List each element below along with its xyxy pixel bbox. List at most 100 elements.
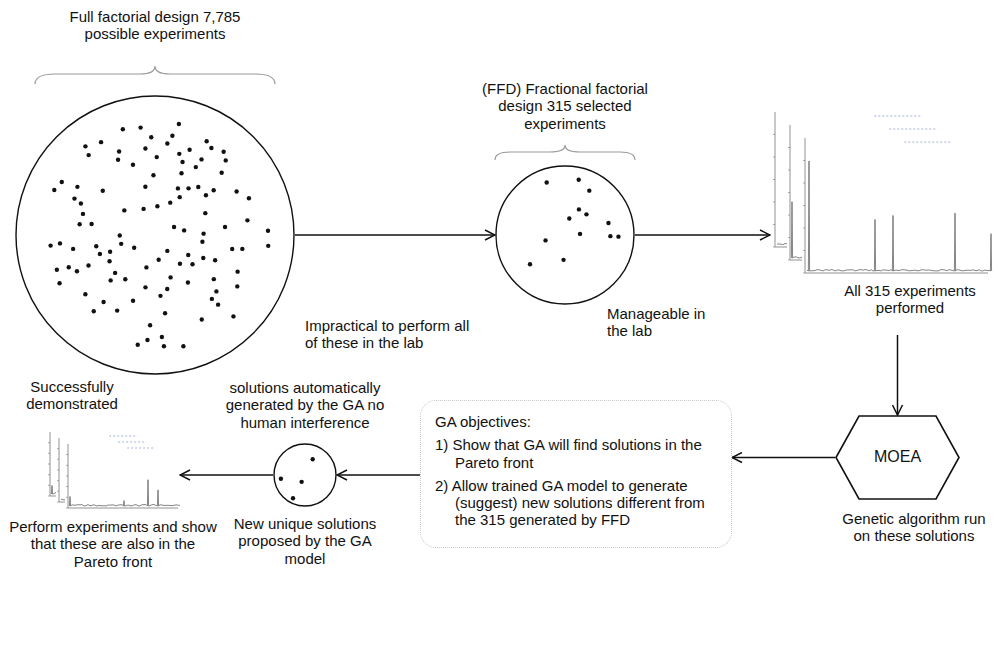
experiment-dot: [214, 289, 218, 293]
experiment-dot: [245, 218, 249, 222]
experiment-dot: [180, 160, 184, 164]
chromatogram-figure: All 315 experiments performed: [770, 110, 990, 335]
hexagon-outline: [836, 416, 959, 499]
experiment-dot: [616, 234, 620, 238]
objective-item: 2) Allow trained GA model to generate (s…: [435, 477, 717, 529]
experiment-dot: [240, 247, 244, 251]
node-caption: Genetic algorithm run on these solutions: [838, 510, 990, 545]
experiment-dot: [230, 247, 234, 251]
experiment-dot: [72, 196, 76, 200]
axis-tick: [66, 454, 68, 455]
experiment-dot: [561, 258, 565, 262]
experiment-dot: [60, 180, 64, 184]
experiment-dot: [99, 140, 103, 144]
node-caption: Manageable in the lab: [607, 305, 707, 340]
experiment-dot: [528, 262, 532, 266]
experiment-dot: [168, 200, 172, 204]
experiment-dot: [123, 277, 127, 281]
node-caption: Full factorial design 7,785 possible exp…: [60, 8, 250, 43]
experiment-dot: [212, 277, 216, 281]
experiment-dot: [86, 153, 90, 157]
axis-tick: [803, 160, 805, 161]
objectives-box: GA objectives:1) Show that GA will find …: [420, 400, 732, 548]
axis-tick: [57, 502, 59, 503]
node-caption: Successfully demonstrated: [17, 378, 127, 413]
experiment-dot: [196, 185, 200, 189]
experiment-dot: [158, 294, 162, 298]
experiment-dot: [178, 261, 182, 265]
experiment-dot: [187, 147, 191, 151]
node-caption: (FFD) Fractional factorial design 315 se…: [460, 80, 670, 132]
axis-tick: [803, 205, 805, 206]
experiment-dot: [182, 228, 186, 232]
axis-tick: [788, 215, 790, 216]
experiment-dot: [52, 188, 56, 192]
chromatogram-trace: [65, 444, 180, 508]
experiment-dot: [201, 256, 205, 260]
experiment-dot: [108, 278, 112, 282]
experiment-dot: [143, 285, 147, 289]
experiment-dot: [101, 300, 105, 304]
axis-tick: [803, 228, 805, 229]
experiment-dot: [155, 155, 159, 159]
flow-arrow: [732, 457, 835, 459]
process-label: MOEA: [874, 448, 921, 466]
experiment-dot: [83, 144, 87, 148]
axis-tick: [773, 134, 775, 135]
trace-header: [874, 116, 921, 117]
objective-item: 1) Show that GA will find solutions in t…: [435, 436, 717, 471]
trace-axis: [68, 444, 178, 508]
experiment-dot: [122, 208, 126, 212]
experiment-dot: [266, 229, 270, 233]
experiment-dot: [567, 216, 571, 220]
experiment-dot: [223, 225, 227, 229]
node-caption: Perform experiments and show that these …: [7, 518, 219, 570]
experiment-dot: [234, 189, 238, 193]
experiment-dot: [578, 232, 582, 236]
experiment-dot: [155, 204, 159, 208]
experiment-dot: [608, 234, 612, 238]
experiment-dot: [247, 196, 251, 200]
experiment-dot: [176, 186, 180, 190]
experiment-dot: [170, 134, 174, 138]
axis-tick: [48, 442, 50, 443]
experiment-dot: [145, 338, 149, 342]
experiment-dot: [178, 195, 182, 199]
experiment-dot: [209, 146, 213, 150]
flow-arrow: [897, 335, 899, 415]
population-circle: Full factorial design 7,785 possible exp…: [15, 95, 295, 375]
chromatogram-picture: [770, 110, 990, 275]
experiment-dot: [299, 480, 303, 484]
axis-tick: [66, 497, 68, 498]
experiment-dot: [231, 314, 235, 318]
node-caption: New unique solutions proposed by the GA …: [231, 515, 379, 567]
experiment-dot: [544, 180, 548, 184]
trace-ground: [65, 444, 178, 508]
experiment-dot: [177, 122, 181, 126]
trace-header: [904, 142, 951, 143]
experiment-dot: [235, 269, 239, 273]
experiment-dot: [165, 287, 169, 291]
circle-outline: [274, 444, 336, 506]
experiment-dot: [162, 344, 166, 348]
experiment-dot: [199, 157, 203, 161]
axis-tick: [66, 465, 68, 466]
axis-tick: [48, 474, 50, 475]
axis-tick: [788, 237, 790, 238]
sample-circle: (FFD) Fractional factorial design 315 se…: [495, 165, 635, 305]
experiment-dot: [151, 173, 155, 177]
experiment-dot: [606, 221, 610, 225]
experiment-dot: [75, 185, 79, 189]
axis-tick: [57, 480, 59, 481]
circle-outline: [496, 166, 634, 304]
algorithm-hexagon: MOEAGenetic algorithm run on these solut…: [835, 415, 960, 500]
experiment-dot: [141, 207, 145, 211]
experiment-dot: [216, 302, 220, 306]
axis-tick: [773, 179, 775, 180]
trace-header: [127, 448, 155, 449]
axis-tick: [803, 273, 805, 274]
experiment-dot: [186, 253, 190, 257]
experiment-dot: [58, 241, 62, 245]
experiment-dot: [177, 152, 181, 156]
axis-tick: [773, 224, 775, 225]
